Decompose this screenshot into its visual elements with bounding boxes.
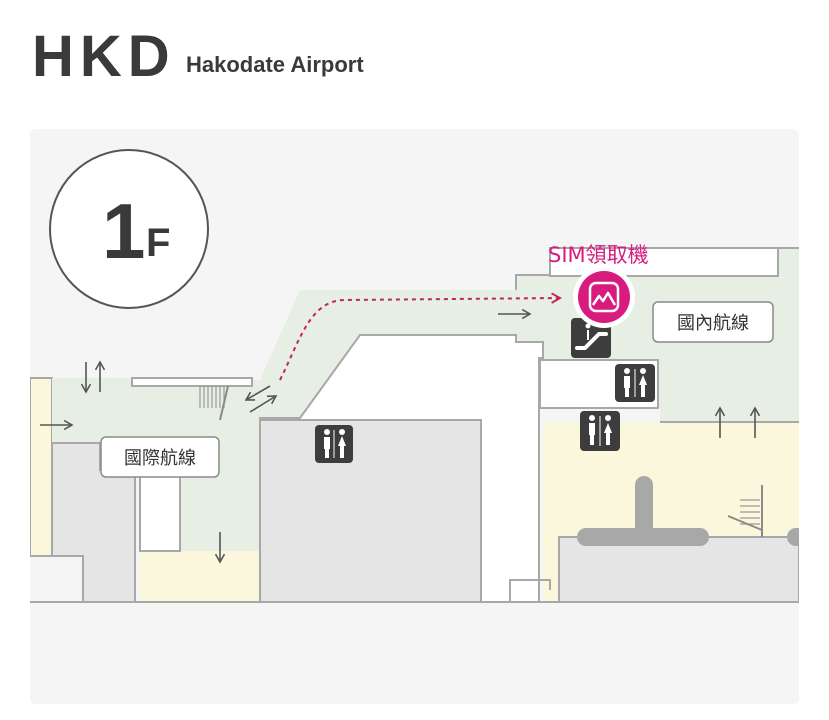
floor-map[interactable]: 1 F 國際航線 國內航線 bbox=[30, 129, 799, 704]
international-label: 國際航線 bbox=[100, 436, 220, 478]
floor-number: 1 bbox=[102, 187, 145, 275]
international-text: 國際航線 bbox=[124, 448, 196, 469]
floor-suffix: F bbox=[146, 221, 170, 265]
escalator-icon bbox=[571, 318, 611, 358]
stairs-icon bbox=[199, 385, 763, 537]
restroom-icon bbox=[580, 411, 620, 451]
sim-machine-icon[interactable] bbox=[573, 266, 635, 328]
restroom-icon bbox=[615, 364, 655, 402]
floor-outline bbox=[30, 247, 799, 603]
arrow-icon bbox=[249, 395, 278, 413]
header: HKD Hakodate Airport bbox=[0, 0, 829, 120]
domestic-label: 國內航線 bbox=[652, 301, 774, 343]
floor-badge: 1 F bbox=[49, 149, 209, 309]
direction-arrows bbox=[40, 308, 761, 564]
airport-code: HKD bbox=[32, 24, 176, 89]
gray-blocks bbox=[51, 419, 799, 603]
airport-name: Hakodate Airport bbox=[186, 52, 364, 77]
sim-pickup-label: SIM領取機 bbox=[548, 243, 649, 267]
arrow-icon bbox=[244, 385, 271, 401]
route-line bbox=[279, 292, 562, 381]
domestic-text: 國內航線 bbox=[677, 313, 749, 334]
restroom-icon bbox=[315, 425, 353, 463]
